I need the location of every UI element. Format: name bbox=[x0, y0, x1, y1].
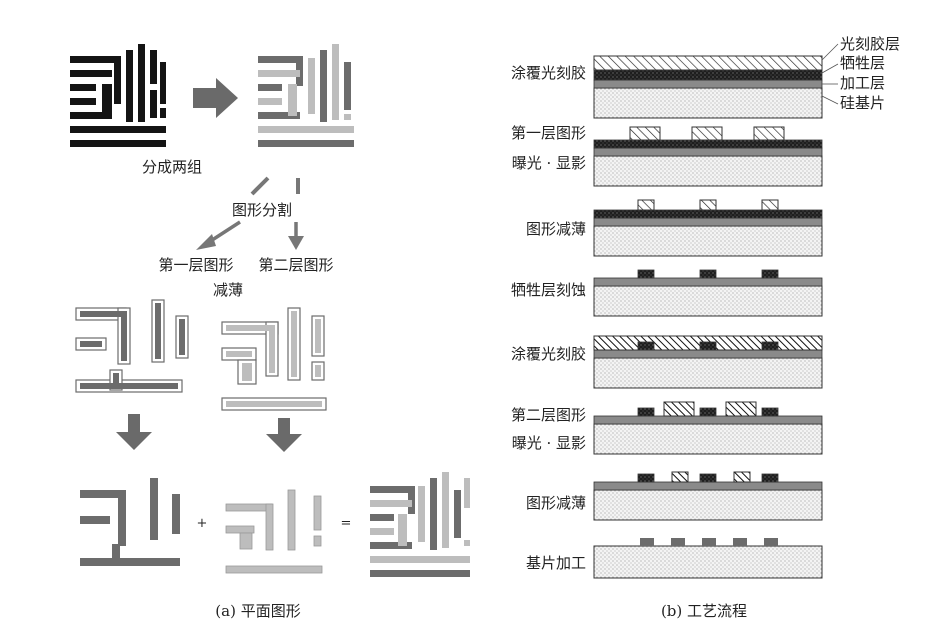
step-6-label: 第二层图形 bbox=[511, 406, 586, 424]
down-left-arrow-icon bbox=[196, 220, 241, 250]
down-arrow-icon bbox=[266, 418, 302, 452]
legend-silicon: 硅基片 bbox=[840, 94, 885, 112]
step-2-label: 第一层图形 bbox=[511, 124, 586, 142]
first-layer-final bbox=[80, 478, 180, 566]
step-1-label: 涂覆光刻胶 bbox=[511, 64, 586, 82]
step-6-second-expose bbox=[593, 401, 823, 455]
step-3-thin bbox=[593, 199, 823, 257]
step-4-etch bbox=[593, 269, 823, 317]
first-layer-outlined bbox=[75, 299, 189, 393]
legend-sacrificial: 牺牲层 bbox=[840, 54, 885, 72]
split-pattern bbox=[258, 44, 354, 147]
thin-label: 减薄 bbox=[213, 281, 243, 299]
split-label: 分成两组 bbox=[142, 158, 202, 176]
step-8-substrate bbox=[593, 538, 823, 579]
step-2-label-2: 曝光 · 显影 bbox=[512, 154, 586, 172]
second-layer-outlined bbox=[221, 307, 327, 411]
first-layer-label: 第一层图形 bbox=[158, 256, 233, 274]
legend-process-layer: 加工层 bbox=[840, 74, 885, 92]
step-5-label: 涂覆光刻胶 bbox=[511, 345, 586, 363]
divide-label: 图形分割 bbox=[232, 201, 292, 219]
right-arrow-icon bbox=[193, 78, 238, 118]
original-pattern bbox=[70, 44, 166, 147]
combined-final bbox=[370, 472, 470, 577]
legend-photoresist: 光刻胶层 bbox=[840, 35, 900, 53]
step-2-first-expose bbox=[593, 126, 823, 187]
plus-sign: + bbox=[197, 516, 208, 531]
split-line bbox=[250, 176, 270, 196]
second-layer-label: 第二层图形 bbox=[258, 256, 333, 274]
step-5-coat bbox=[593, 335, 823, 389]
step-7-label: 图形减薄 bbox=[526, 494, 586, 512]
step-1-coat bbox=[593, 55, 823, 119]
right-panel: 涂覆光刻胶 光刻胶层 牺牲层 加工层 硅基片 第一层图形 曝光 · 显影 bbox=[511, 35, 900, 620]
step-7-thin bbox=[593, 471, 823, 521]
second-layer-final bbox=[225, 489, 323, 574]
caption-b: (b) 工艺流程 bbox=[661, 602, 747, 620]
step-6-label-2: 曝光 · 显影 bbox=[512, 434, 586, 452]
layer-legend bbox=[821, 43, 839, 105]
caption-a: (a) 平面图形 bbox=[215, 602, 300, 620]
equals-sign: = bbox=[341, 516, 352, 531]
down-arrow-icon bbox=[288, 222, 304, 250]
down-arrow-icon bbox=[116, 414, 152, 450]
step-4-label: 牺牲层刻蚀 bbox=[511, 281, 586, 299]
step-3-label: 图形减薄 bbox=[526, 220, 586, 238]
left-panel: 分成两组 图形分割 第一层图形 第二层图形 减薄 bbox=[70, 44, 470, 620]
step-8-label: 基片加工 bbox=[526, 554, 586, 572]
